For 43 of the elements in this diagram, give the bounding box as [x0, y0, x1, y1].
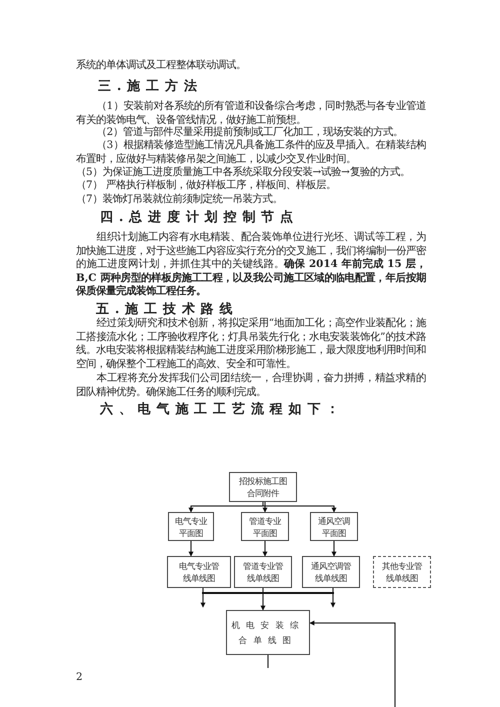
section-heading: 五.施工技术路线: [96, 303, 240, 316]
box-label: 电气专业平面图: [174, 514, 208, 538]
page-number: 2: [76, 671, 84, 684]
arrow: [309, 620, 396, 707]
connector-line: [202, 588, 204, 592]
paragraph: （3）根据精装修造型施工情况凡具备施工条件的应及早插入。在精装结构布置时，应做好与精装修吊架之间施工，以减少交叉作业时间。: [76, 139, 426, 166]
paragraph: 经过策划研究和技术创新，将拟定采用“地面加工化；高空作业装配化；施工搭接流水化；工序验收程序化；灯具吊装先行化；水电安装装饰化”的技术路线。水电安装将根据精装结构施工进度采用阶梯形施工，最大限度地利用时间和空间，确保整个工程施工的高效、安全和可靠性。: [76, 317, 426, 371]
section-heading: 四.总进度计划控制节点: [100, 211, 300, 224]
box-label: 招投标施工图合同附件: [238, 475, 288, 499]
box-label: 管道专业管线单线图: [242, 560, 284, 584]
section-heading: 六、电气施工工艺流程如下：: [100, 403, 346, 416]
arrow: [188, 540, 194, 557]
section-heading: 三.施工方法: [98, 80, 204, 94]
box-label: 通风空调管线单线图: [310, 560, 352, 584]
process-box: [234, 556, 292, 588]
connector-line: [332, 588, 334, 592]
arrow: [200, 594, 206, 608]
paragraph: 组织计划施工内容有水电精装、配合装饰单位进行光坯、调试等工程，为加快施工进度，对于这些施工内容应实行充分的交叉施工，我们将编制一份严密的施工进度网计划，并抓住其中的关键线路。确保 2014 年前完成 15 层，B,C 两种房型的样板房施工工程，以及我公司施工区域的临电配置，年后按期保质保量完成装饰工程任务。: [76, 231, 426, 298]
paragraph: （1）安装前对各系统的所有管道和设备综合考虑，同时熟悉与各专业管道有关的装饰电气、设备管线情况，做好施工前预想。: [76, 100, 426, 126]
process-box: [226, 610, 310, 655]
box-label: 通风空调平面图: [317, 514, 351, 538]
box-label: 电气专业管线单线图: [178, 560, 220, 584]
paragraph: 本工程将充分发挥我们公司团结统一，合理协调，奋力拼搏，精益求精的团队精神优势。确保施工任务的顺利完成。: [76, 372, 426, 399]
box-label: 管道专业平面图: [248, 514, 282, 538]
paragraph: （7） 严格执行样板制，做好样板工序，样板间、样板层。: [76, 179, 337, 192]
arrow: [332, 540, 336, 557]
arrow: [260, 588, 266, 611]
box-label: 其他专业管线单线图: [381, 560, 423, 584]
paragraph: 系统的单体调试及工程整体联动调试。: [76, 59, 247, 72]
arrow: [262, 502, 268, 513]
paragraph: （5）为保证施工进度质量施工中各系统采取分段安装→试验→复验的方式。: [76, 166, 411, 179]
box-label: 机电安装综合单线图: [230, 618, 306, 646]
process-box: [373, 556, 431, 588]
process-box: [167, 556, 231, 588]
paragraph: （7）装饰灯吊装就位前须制定统一吊装方式。: [76, 193, 284, 206]
paragraph: （2）管道与部件尽量采用提前预制或工厂化加工，现场安装的方式。: [96, 126, 404, 139]
process-box: [229, 472, 297, 502]
process-box: [241, 512, 289, 541]
process-box: [310, 512, 358, 541]
process-box: [168, 512, 214, 541]
arrow: [262, 540, 268, 557]
arrow: [330, 594, 336, 608]
process-box: [302, 556, 360, 588]
